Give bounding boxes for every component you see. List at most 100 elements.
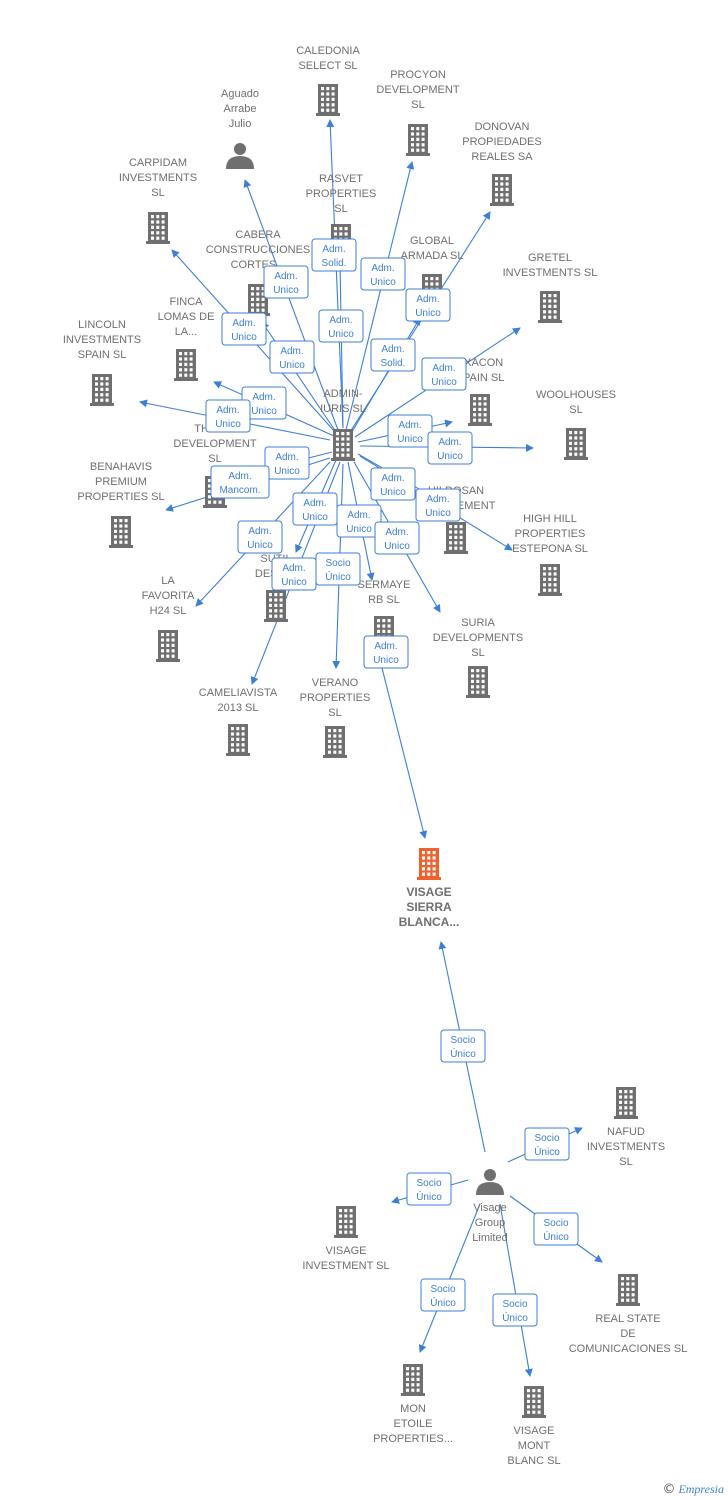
relation-badge[interactable]: Adm.Unico (421, 357, 467, 391)
relation-badge[interactable]: Adm.Unico (264, 446, 310, 480)
badge-box (405, 288, 451, 322)
edge-admin-to-caledonia (326, 119, 344, 429)
node-label-line: RASVET (319, 173, 363, 185)
relation-badge[interactable]: Adm.Mancom. (210, 465, 270, 499)
edge-admin-to-global (349, 317, 421, 436)
building-icon (174, 349, 198, 381)
badge-box (318, 309, 364, 343)
relation-badge[interactable]: Adm.Unico (205, 399, 251, 433)
node-focus[interactable]: VISAGESIERRABLANCA... (399, 848, 460, 929)
relation-badge[interactable]: Adm. Unico (387, 414, 433, 448)
node-label-line: CAMELIAVISTA (199, 687, 278, 699)
relation-badge[interactable]: Adm.Unico (336, 504, 382, 538)
building-icon (538, 564, 562, 596)
relation-badge[interactable]: Adm.Unico (360, 257, 406, 291)
building-icon (264, 590, 288, 622)
node-label-line: PROPERTIES... (373, 1433, 453, 1445)
edge-admin-to-rasvet (336, 261, 345, 429)
badge-label-line: Unico (251, 406, 277, 417)
node-admin[interactable]: ADMIN-IURIS SL (320, 388, 366, 461)
badge-label-line: Adm. (374, 641, 397, 652)
relation-badge[interactable]: Adm.Unico (292, 492, 338, 526)
relation-badge[interactable]: Adm.Unico (370, 467, 416, 501)
person-icon (226, 143, 254, 169)
node-cabera[interactable]: CABERACONSTRUCCIONESCORTES... (206, 229, 311, 316)
building-icon (614, 1087, 638, 1119)
badge-label-line: Unico (384, 541, 410, 552)
relation-badge[interactable]: Adm.Unico (318, 309, 364, 343)
relation-badge[interactable]: Adm.Unico (269, 340, 315, 374)
node-label-line: RB SL (368, 594, 400, 606)
badge-label-line: Adm. (381, 344, 404, 355)
node-label-line: INVESTMENTS SL (503, 267, 598, 279)
node-label-line: PROPERTIES (306, 188, 377, 200)
building-icon (109, 516, 133, 548)
relation-badge[interactable]: Adm.Unico (427, 431, 473, 465)
badge-label-line: Adm. (385, 527, 408, 538)
node-label-line: MON (400, 1403, 426, 1415)
relation-badge[interactable]: Adm.Unico (363, 635, 409, 669)
node-cameliavista[interactable]: CAMELIAVISTA 2013 SL (199, 687, 278, 756)
badge-label-line: Socio (450, 1035, 475, 1046)
relation-badge[interactable]: Adm.Unico (271, 557, 317, 591)
badge-label-line: Unico (397, 434, 423, 445)
relation-badge[interactable]: Adm. Unico (374, 521, 420, 555)
relation-badge[interactable]: Adm.Solid. (370, 338, 416, 372)
relation-badge[interactable]: Adm.Unico (415, 488, 461, 522)
badge-label-line: Único (534, 1145, 560, 1158)
badge-label-line: Único (416, 1190, 442, 1203)
badge-box (387, 414, 433, 448)
node-label-line: COMUNICACIONES SL (569, 1343, 688, 1355)
node-label-line: BENAHAVIS (90, 461, 152, 473)
edge-admin-to-aguado (243, 179, 339, 431)
relation-badge[interactable]: Adm.Unico (221, 312, 267, 346)
badge-label-line: Adm. (303, 498, 326, 509)
relation-badge[interactable]: Adm.Unico (263, 265, 309, 299)
node-label-line: PROPERTIES (515, 528, 586, 540)
badge-box (370, 467, 416, 501)
badge-box (415, 488, 461, 522)
node-label-line: 2013 SL (218, 702, 259, 714)
relation-badge[interactable]: Adm.Solid. (311, 238, 357, 272)
building-icon (323, 726, 347, 758)
node-label-line: Visage (473, 1202, 506, 1214)
badge-box (336, 504, 382, 538)
relation-badge[interactable]: Adm.Unico (237, 520, 283, 554)
footer-brand[interactable]: ©Empresia (662, 1482, 724, 1497)
node-label-line: IURIS SL (320, 403, 366, 415)
node-label-line: SPAIN SL (78, 349, 127, 361)
badge-label-line: Unico (279, 360, 305, 371)
badge-label-line: Unico (437, 451, 463, 462)
relation-badge[interactable]: Adm.Unico (405, 288, 451, 322)
badge-label-line: Adm. (398, 420, 421, 431)
node-mon-etoile[interactable]: MONETOILEPROPERTIES... (373, 1364, 453, 1445)
badge-box (440, 1029, 486, 1063)
